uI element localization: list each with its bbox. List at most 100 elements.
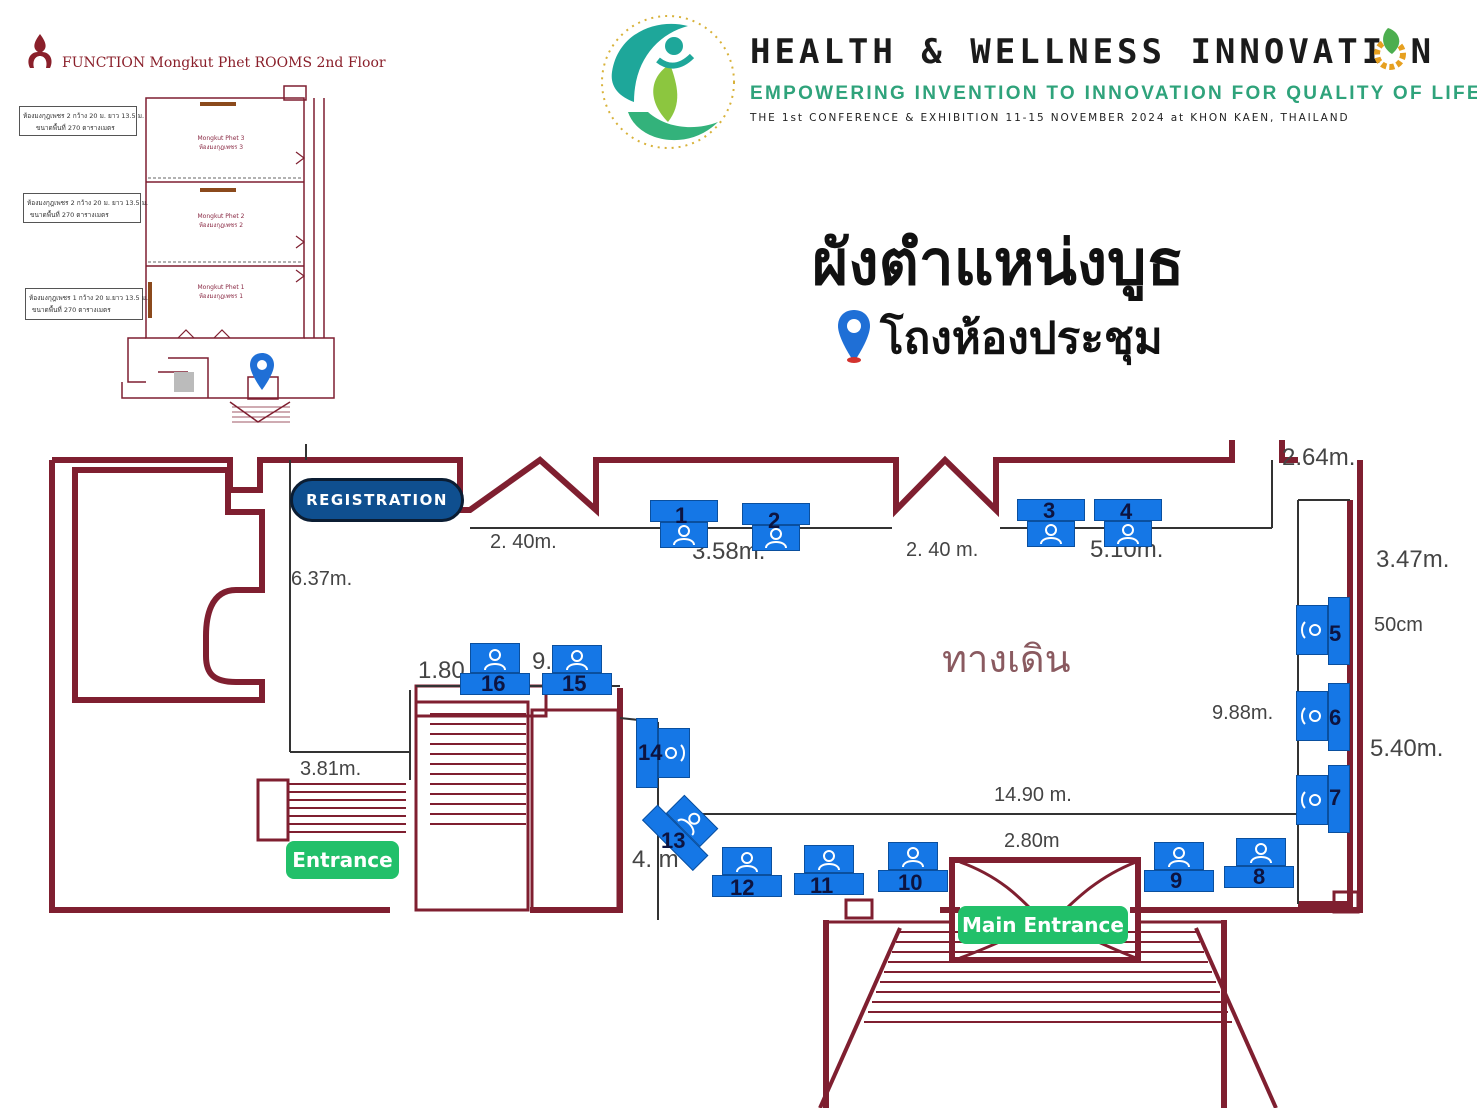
- note-text: ขนาดพื้นที่ 270 ตารางเมตร: [36, 124, 115, 132]
- floor-plan-walls: [49, 440, 1363, 1108]
- booth-number: 14: [638, 740, 663, 765]
- registration-badge: REGISTRATION: [290, 478, 464, 522]
- room-label: ห้องมงกุฎเพชร 2: [198, 222, 244, 229]
- measure-label: 4. m: [632, 846, 679, 873]
- minimap-note: ห้องมงกุฎเพชร 2 กว้าง 20 ม. ยาว 13.5 ม. …: [23, 193, 148, 223]
- booth-table: [712, 875, 782, 897]
- location-label: โถงห้องประชุม: [880, 313, 1163, 364]
- person-icon: [1040, 524, 1062, 545]
- measure-label: 6.37m.: [291, 568, 353, 590]
- booth-chair: [752, 525, 800, 551]
- booth-chair: [660, 522, 708, 548]
- measure-label: 50cm: [1374, 614, 1423, 636]
- person-icon: [1168, 847, 1190, 868]
- measure-label: 3.81m.: [300, 758, 362, 780]
- booth-chair: [1104, 521, 1152, 547]
- booth-table: [1224, 866, 1294, 888]
- room-label: ห้องมงกุฎเพชร 3: [198, 144, 244, 151]
- booth-table: [1328, 765, 1350, 833]
- measure-label: 5.40m.: [1370, 735, 1444, 762]
- minimap-note: ห้องมงกุฎเพชร 2 กว้าง 20 ม. ยาว 13.5 ม. …: [19, 106, 145, 136]
- booth-chair: [722, 847, 772, 875]
- booth-number: 13: [661, 828, 686, 853]
- person-icon: [566, 650, 588, 671]
- booth-number: 1: [675, 503, 688, 528]
- minimap-room-2: Mongkut Phet 2 ห้องมงกุฎเพชร 2: [186, 213, 256, 230]
- note-text: ขนาดพื้นที่ 270 ตารางเมตร: [32, 306, 111, 314]
- person-icon: [818, 850, 840, 871]
- person-icon: [484, 649, 506, 671]
- booth-table: [1144, 870, 1214, 892]
- booth-number: 3: [1043, 498, 1056, 523]
- booth-chair: [1027, 521, 1075, 547]
- page-title: ผังตำแหน่งบูธ: [812, 226, 1185, 299]
- person-icon: [1301, 791, 1321, 809]
- booth-number: 5: [1329, 621, 1342, 646]
- location-pin-icon: [838, 310, 870, 363]
- note-text: ห้องมงกุฎเพชร 1 กว้าง 20 ม.ยาว 13.5 ม.: [29, 294, 149, 302]
- booth-table: [794, 873, 864, 895]
- person-icon: [736, 852, 758, 873]
- event-logo-icon: [601, 15, 735, 149]
- booth-number: 8: [1253, 864, 1266, 889]
- booth-chair: [1296, 691, 1328, 741]
- person-icon: [902, 847, 924, 868]
- person-icon: [677, 812, 701, 836]
- event-conference: THE 1st CONFERENCE & EXHIBITION 11-15 NO…: [750, 112, 1350, 124]
- booth-chair: [658, 728, 690, 778]
- booth-number: 6: [1329, 705, 1342, 730]
- booth-chair: [1236, 838, 1286, 866]
- walkway-label: ทางเดิน: [942, 637, 1071, 681]
- room-label: Mongkut Phet 3: [197, 135, 245, 142]
- minimap-room-1: Mongkut Phet 1 ห้องมงกุฎเพชร 1: [186, 284, 256, 301]
- note-text: ห้องมงกุฎเพชร 2 กว้าง 20 ม. ยาว 13.5 ม.: [23, 112, 145, 120]
- booth-number: 4: [1120, 499, 1133, 524]
- booth-number: 10: [898, 870, 923, 895]
- minimap-title: FUNCTION Mongkut Phet ROOMS 2nd Floor: [62, 55, 386, 71]
- booth-chair: [1296, 605, 1328, 655]
- person-icon: [1250, 843, 1272, 864]
- minimap-floorplan: [121, 85, 335, 423]
- booth-table: [742, 503, 810, 525]
- booth-number: 15: [562, 671, 587, 696]
- booth-table: [878, 870, 948, 892]
- booth-table: [1328, 683, 1350, 751]
- person-icon: [1301, 707, 1321, 725]
- event-subtitle: EMPOWERING INVENTION TO INNOVATION FOR Q…: [750, 83, 1477, 104]
- entrance-badge: Entrance: [286, 841, 399, 879]
- booth-number: 2: [768, 508, 781, 533]
- measure-label: 1.80: [418, 657, 465, 684]
- minimap-room-3: Mongkut Phet 3 ห้องมงกุฎเพชร 3: [186, 135, 256, 152]
- measure-label: 2. 40m.: [490, 531, 557, 553]
- logo-icon: [28, 34, 52, 68]
- booth-table: [460, 673, 530, 695]
- person-icon: [665, 744, 685, 762]
- booth-table: [650, 500, 718, 522]
- room-label: Mongkut Phet 2: [197, 213, 245, 220]
- booth-number: 16: [481, 671, 506, 696]
- person-icon: [1301, 621, 1321, 639]
- booth-chair: [888, 842, 938, 870]
- location-pin-icon: [250, 353, 274, 390]
- booth-chair: [552, 645, 602, 673]
- booth-number: 7: [1329, 785, 1342, 810]
- person-icon: [1117, 524, 1139, 545]
- person-icon: [673, 525, 695, 546]
- minimap-note: ห้องมงกุฎเพชร 1 กว้าง 20 ม.ยาว 13.5 ม. ข…: [25, 288, 149, 320]
- measure-label: 9.88m.: [1212, 702, 1274, 724]
- measure-label: 2.64m.: [1282, 444, 1356, 471]
- measure-label: 2. 40 m.: [906, 539, 979, 561]
- booth-13[interactable]: [628, 785, 728, 885]
- measure-label: 2.80m: [1004, 830, 1060, 852]
- booth-chair: [665, 794, 719, 848]
- booth-number: 9: [1170, 868, 1183, 893]
- main-entrance-badge: Main Entrance: [958, 906, 1128, 944]
- booth-table: [1328, 597, 1350, 665]
- person-icon: [765, 528, 787, 549]
- booth-table: [636, 718, 658, 788]
- booth-table: [1094, 499, 1162, 521]
- measure-label: 14.90 m.: [994, 784, 1072, 806]
- note-text: ขนาดพื้นที่ 270 ตารางเมตร: [30, 211, 109, 219]
- gear-leaf-icon: [1374, 28, 1406, 70]
- booth-chair: [470, 643, 520, 673]
